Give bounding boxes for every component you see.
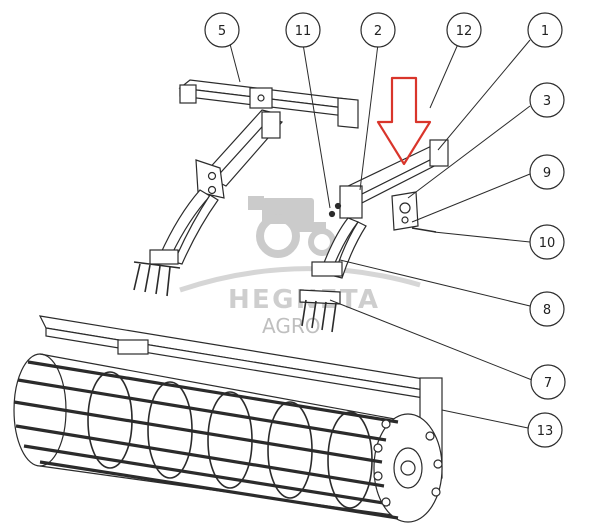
leader-lines (229, 39, 533, 429)
roller-discs (87, 371, 373, 509)
roller-end-bolts (373, 419, 443, 507)
leader-8 (339, 259, 531, 307)
callout-2: 2 (360, 12, 396, 48)
callouts: 5 11 2 12 1 3 9 10 (204, 12, 566, 448)
leader-3 (407, 105, 531, 199)
left-arm (133, 109, 284, 297)
leader-2 (359, 43, 379, 191)
leader-11 (302, 43, 331, 209)
roller-assembly (13, 315, 443, 523)
callout-10-label: 10 (539, 236, 556, 251)
callout-3-label: 3 (543, 94, 551, 109)
leader-13 (441, 409, 529, 429)
callout-9-label: 9 (543, 166, 551, 181)
callout-10: 10 (529, 224, 565, 260)
callout-13: 13 (527, 412, 563, 448)
tractor-icon (248, 196, 336, 258)
callout-2-label: 2 (374, 24, 382, 39)
callout-7-label: 7 (544, 376, 552, 391)
watermark: HEGNETA AGRO (179, 196, 421, 338)
leader-9 (411, 173, 531, 223)
leader-12 (429, 43, 459, 109)
leader-10 (433, 231, 531, 243)
top-beam-assembly (178, 79, 359, 129)
watermark-swoosh (179, 266, 421, 293)
callout-11: 11 (285, 12, 321, 48)
callout-1: 1 (527, 12, 563, 48)
callout-7: 7 (530, 364, 566, 400)
callout-8: 8 (529, 291, 565, 327)
direction-arrow (376, 76, 432, 166)
leader-7 (329, 299, 533, 381)
callout-5-label: 5 (218, 24, 226, 39)
callout-1-label: 1 (541, 24, 549, 39)
leader-5 (229, 43, 241, 83)
callout-12-label: 12 (456, 24, 473, 39)
callout-13-label: 13 (537, 424, 554, 439)
leader-1 (437, 39, 531, 151)
callout-3: 3 (529, 82, 565, 118)
callout-11-label: 11 (295, 24, 312, 39)
callout-5: 5 (204, 12, 240, 48)
callout-9: 9 (529, 154, 565, 190)
roller-bars (13, 360, 399, 520)
callout-8-label: 8 (543, 303, 551, 318)
watermark-brand-bottom: AGRO (262, 314, 320, 338)
callout-12: 12 (446, 12, 482, 48)
